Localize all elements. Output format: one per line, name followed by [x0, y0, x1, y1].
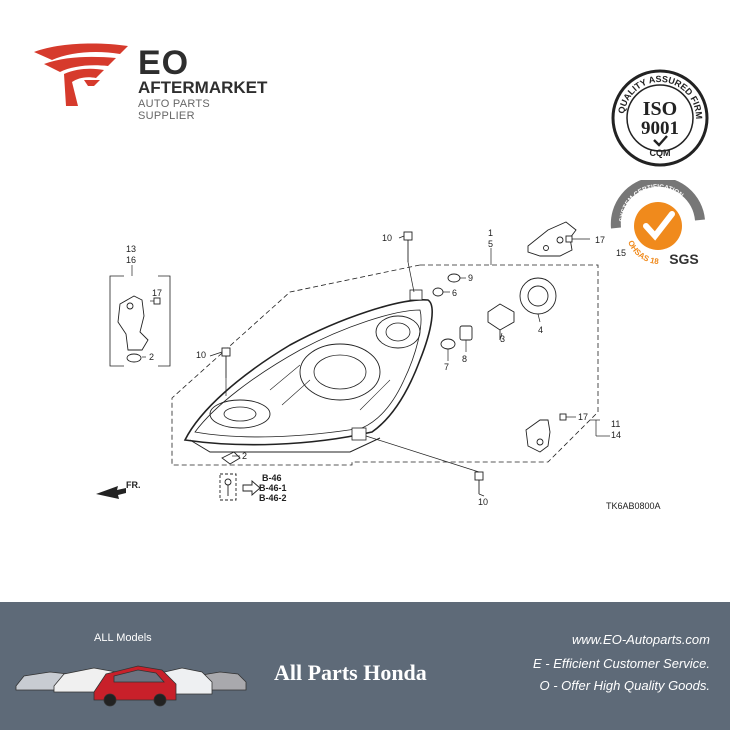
brand-subtitle: AFTERMARKET [138, 78, 268, 97]
bulb-7 [440, 338, 456, 350]
headlight-housing [183, 289, 433, 453]
fr-arrow-icon [96, 486, 126, 499]
footer-title: All Parts Honda [274, 660, 427, 685]
callout-17c: 17 [578, 412, 588, 422]
bracket-lower-right [525, 419, 551, 453]
ref-b46: B-46 [262, 473, 282, 483]
callout-8: 8 [462, 354, 467, 364]
clip-6 [432, 287, 444, 297]
iso-9001-badge: QUALITY ASSURED FIRM ISO 9001 CQM [611, 69, 709, 167]
sgs-ohsas-badge: SYSTEM CERTIFICATION OHSAS 18001 SGS [606, 180, 705, 267]
callout-9: 9 [468, 273, 473, 283]
callout-14: 14 [611, 430, 621, 440]
clip-2 [221, 451, 241, 465]
diagram-code: TK6AB0800A [606, 501, 661, 511]
callout-2a: 2 [149, 352, 154, 362]
callout-7: 7 [444, 362, 449, 372]
brand-tagline: AUTO PARTS SUPPLIER [138, 98, 211, 122]
callout-5: 5 [488, 239, 493, 249]
all-models-label: ALL Models [94, 632, 152, 644]
callout-16: 16 [126, 255, 136, 265]
callout-15: 15 [616, 248, 626, 258]
callout-10b: 10 [196, 350, 206, 360]
ref-arrow [242, 480, 261, 496]
bracket-upper-right [527, 221, 577, 257]
clip-9 [447, 273, 461, 283]
iso-number: 9001 [641, 118, 679, 139]
car-lineup-image [15, 665, 247, 707]
footer-banner: ALL Models All Parts Honda www.EO-Autopa… [0, 602, 730, 730]
callout-10c: 10 [478, 497, 488, 507]
callout-3: 3 [500, 334, 505, 344]
socket-8 [459, 325, 473, 341]
slogan-line-e: E - Efficient Customer Service. [533, 656, 710, 671]
callout-2b: 2 [242, 451, 247, 461]
brand-header: EO AFTERMARKET AUTO PARTS SUPPLIER [30, 40, 270, 122]
iso-main: ISO [643, 98, 677, 120]
callout-11: 11 [611, 419, 620, 429]
ref-b46-1: B-46-1 [259, 483, 287, 493]
website-link[interactable]: www.EO-Autoparts.com [572, 632, 710, 647]
callout-10a: 10 [382, 233, 392, 243]
callout-1: 1 [488, 228, 493, 238]
callout-17b: 17 [595, 235, 605, 245]
callout-17a: 17 [152, 288, 162, 298]
iso-mark: CQM [650, 148, 671, 158]
fr-label: FR. [126, 480, 141, 490]
sgs-brand: SGS [669, 251, 699, 267]
brand-name: EO [138, 44, 190, 82]
bracket-left [117, 295, 149, 363]
slogan-line-o: O - Offer High Quality Goods. [539, 678, 710, 693]
callout-6: 6 [452, 288, 457, 298]
callout-4: 4 [538, 325, 543, 335]
callout-13: 13 [126, 244, 136, 254]
bulb-part-3 [487, 303, 515, 331]
ref-b46-2: B-46-2 [259, 493, 287, 503]
eo-wing-logo-icon [34, 43, 128, 106]
headlight-parts-diagram: 1 5 9 6 4 3 7 8 10 10 10 13 16 17 2 17 1… [96, 221, 661, 511]
